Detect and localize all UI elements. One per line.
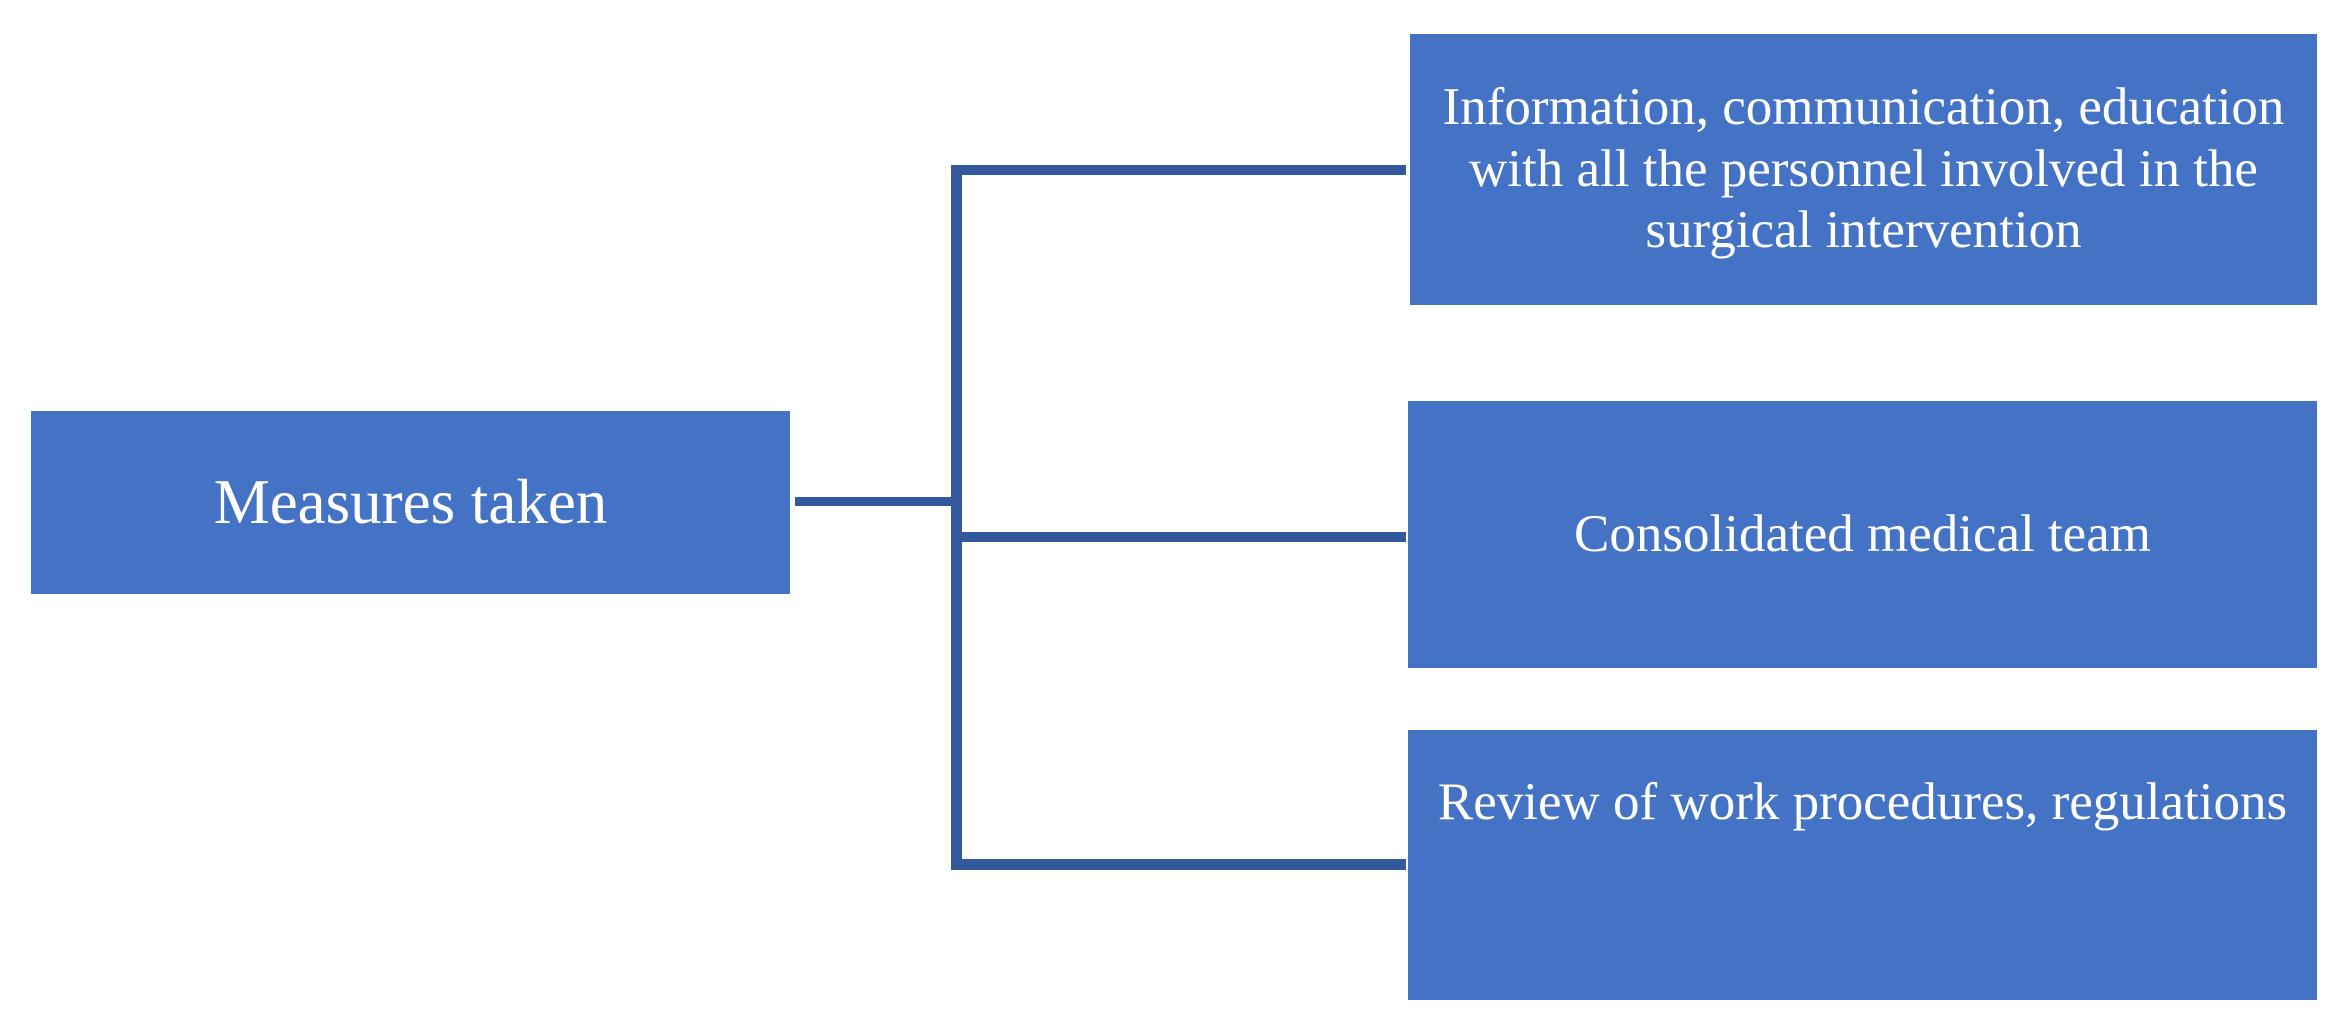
connector-branch-to-child-0 bbox=[951, 165, 1406, 175]
connector-vertical-trunk bbox=[951, 165, 962, 870]
connector-branch-to-child-2 bbox=[951, 859, 1406, 870]
connector-root-stub bbox=[795, 497, 959, 506]
node-root-label: Measures taken bbox=[213, 466, 608, 537]
node-child-review-of-work-procedures[interactable]: Review of work procedures, regulations bbox=[1408, 730, 2317, 1000]
node-child-information-communication-education[interactable]: Information, communication, education wi… bbox=[1410, 34, 2317, 305]
node-child-0-label: Information, communication, education wi… bbox=[1442, 78, 2285, 260]
node-child-2-label: Review of work procedures, regulations bbox=[1437, 773, 2288, 831]
connector-branch-to-child-1 bbox=[951, 532, 1406, 542]
node-child-1-label: Consolidated medical team bbox=[1574, 504, 2151, 563]
node-root-measures-taken[interactable]: Measures taken bbox=[31, 411, 790, 594]
node-child-consolidated-medical-team[interactable]: Consolidated medical team bbox=[1408, 401, 2317, 668]
